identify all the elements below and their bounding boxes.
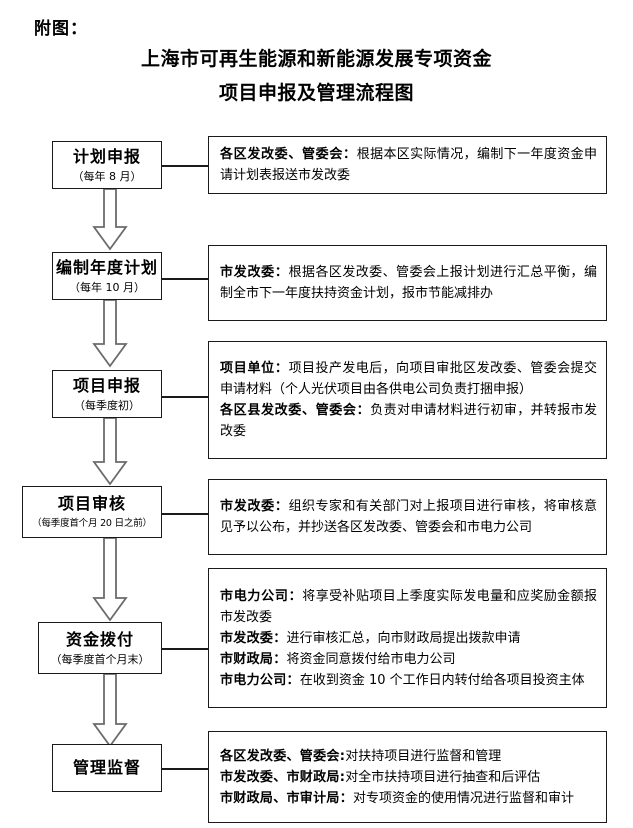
attachment-label: 附图：	[34, 19, 88, 39]
description-paragraph: 各区县发改委、管委会：负责对申请材料进行初审，并转报市发改委	[220, 400, 597, 442]
connector-line-4	[162, 513, 208, 515]
stage-box-plan-declaration[interactable]: 计划申报 （每年 8 月）	[52, 141, 162, 189]
description-text: 对专项资金的使用情况进行监督和审计	[353, 790, 575, 806]
description-paragraph: 市电力公司：在收到资金 10 个工作日内转付给各项目投资主体	[220, 670, 597, 691]
description-actor: 市发改委：	[220, 499, 289, 514]
description-actor: 各区县发改委、管委会：	[220, 403, 371, 418]
stage-schedule: （每季度首个月末）	[50, 652, 150, 666]
down-block-arrow-icon-2	[90, 300, 130, 368]
description-box-project-declaration: 项目单位：项目投产发电后，向项目审批区发改委、管委会提交申请材料（个人光伏项目由…	[208, 341, 607, 459]
stage-name: 计划申报	[72, 146, 141, 166]
description-actor: 市财政局、市审计局：	[220, 790, 354, 806]
description-paragraph: 市发改委、市财政局:对全市扶持项目进行抽查和后评估	[220, 767, 597, 788]
stage-schedule: （每季度初）	[74, 398, 140, 412]
description-box-plan-declaration: 各区发改委、管委会：根据本区实际情况，编制下一年度资金申请计划表报送市发改委	[208, 136, 607, 194]
description-text: 根据本区实际情况，编制下一年度资金申请计划表报送市发改委	[220, 147, 597, 183]
stage-box-management-supervision[interactable]: 管理监督	[52, 744, 162, 792]
description-box-fund-disbursement: 市电力公司：将享受补贴项目上季度实际发电量和应奖励金额报市发改委 市发改委：进行…	[208, 568, 607, 708]
stage-name: 项目审核	[57, 493, 126, 513]
description-box-management-supervision: 各区发改委、管委会:对扶持项目进行监督和管理 市发改委、市财政局:对全市扶持项目…	[208, 731, 607, 823]
description-paragraph: 市财政局、市审计局：对专项资金的使用情况进行监督和审计	[220, 788, 597, 809]
page-title: 上海市可再生能源和新能源发展专项资金 项目申报及管理流程图	[0, 42, 633, 110]
stage-box-annual-plan[interactable]: 编制年度计划 （每年 10 月）	[52, 252, 162, 300]
stage-schedule: （每年 10 月）	[69, 280, 145, 294]
description-paragraph: 市发改委：组织专家和有关部门对上报项目进行审核，将审核意见予以公布，并抄送各区发…	[220, 496, 597, 538]
description-text: 对扶持项目进行监督和管理	[345, 748, 502, 764]
down-block-arrow-icon-4	[90, 538, 130, 622]
description-actor: 市财政局：	[220, 651, 287, 667]
description-text: 项目投产发电后，向项目审批区发改委、管委会提交申请材料（个人光伏项目由各供电公司…	[220, 361, 597, 397]
description-paragraph: 项目单位：项目投产发电后，向项目审批区发改委、管委会提交申请材料（个人光伏项目由…	[220, 358, 597, 400]
description-actor: 市电力公司：	[220, 588, 303, 604]
description-actor: 市发改委、市财政局:	[220, 769, 346, 785]
stage-box-fund-disbursement[interactable]: 资金拨付 （每季度首个月末）	[38, 622, 162, 674]
description-paragraph: 市财政局：将资金同意拨付给市电力公司	[220, 649, 597, 670]
stage-name: 项目申报	[72, 375, 141, 395]
description-actor: 项目单位：	[220, 361, 289, 376]
title-line-1: 上海市可再生能源和新能源发展专项资金	[140, 48, 492, 70]
down-block-arrow-icon-5	[90, 674, 130, 748]
description-actor: 市电力公司：	[220, 672, 300, 688]
description-text: 将享受补贴项目上季度实际发电量和应奖励金额报市发改委	[220, 588, 597, 625]
stage-box-project-review[interactable]: 项目审核 （每季度首个月 20 日之前）	[22, 486, 162, 538]
description-actor: 市发改委：	[220, 630, 287, 646]
description-paragraph: 各区发改委、管委会：根据本区实际情况，编制下一年度资金申请计划表报送市发改委	[220, 144, 597, 186]
description-text: 负责对申请材料进行初审，并转报市发改委	[220, 403, 597, 439]
description-box-annual-plan: 市发改委：根据各区发改委、管委会上报计划进行汇总平衡，编制全市下一年度扶持资金计…	[208, 245, 607, 321]
description-actor: 各区发改委、管委会：	[220, 147, 357, 162]
connector-line-5	[162, 648, 208, 650]
down-block-arrow-icon-3	[90, 418, 130, 486]
description-paragraph: 市电力公司：将享受补贴项目上季度实际发电量和应奖励金额报市发改委	[220, 586, 597, 628]
description-paragraph: 各区发改委、管委会:对扶持项目进行监督和管理	[220, 746, 597, 767]
stage-box-project-declaration[interactable]: 项目申报 （每季度初）	[52, 370, 162, 418]
description-text: 根据各区发改委、管委会上报计划进行汇总平衡，编制全市下一年度扶持资金计划，报市节…	[220, 265, 597, 301]
description-text: 组织专家和有关部门对上报项目进行审核，将审核意见予以公布，并抄送各区发改委、管委…	[220, 499, 597, 535]
connector-line-2	[162, 278, 208, 280]
description-paragraph: 市发改委：根据各区发改委、管委会上报计划进行汇总平衡，编制全市下一年度扶持资金计…	[220, 262, 597, 304]
connector-line-1	[162, 165, 208, 167]
description-text: 在收到资金 10 个工作日内转付给各项目投资主体	[299, 672, 585, 688]
stage-schedule: （每季度首个月 20 日之前）	[32, 517, 152, 529]
description-actor: 市发改委：	[220, 265, 289, 280]
stage-name: 管理监督	[72, 758, 141, 777]
down-block-arrow-icon-1	[90, 189, 130, 251]
stage-schedule: （每年 8 月）	[72, 169, 142, 183]
stage-name: 资金拨付	[65, 629, 134, 649]
description-text: 进行审核汇总，向市财政局提出拨款申请	[286, 630, 521, 646]
description-text: 对全市扶持项目进行抽查和后评估	[345, 769, 541, 785]
connector-line-3	[162, 396, 208, 398]
description-actor: 各区发改委、管委会:	[220, 748, 346, 764]
stage-name: 编制年度计划	[55, 257, 158, 277]
description-box-project-review: 市发改委：组织专家和有关部门对上报项目进行审核，将审核意见予以公布，并抄送各区发…	[208, 479, 607, 555]
title-line-2: 项目申报及管理流程图	[218, 82, 414, 104]
description-paragraph: 市发改委：进行审核汇总，向市财政局提出拨款申请	[220, 628, 597, 649]
connector-line-6	[162, 768, 208, 770]
description-text: 将资金同意拨付给市电力公司	[286, 651, 456, 667]
